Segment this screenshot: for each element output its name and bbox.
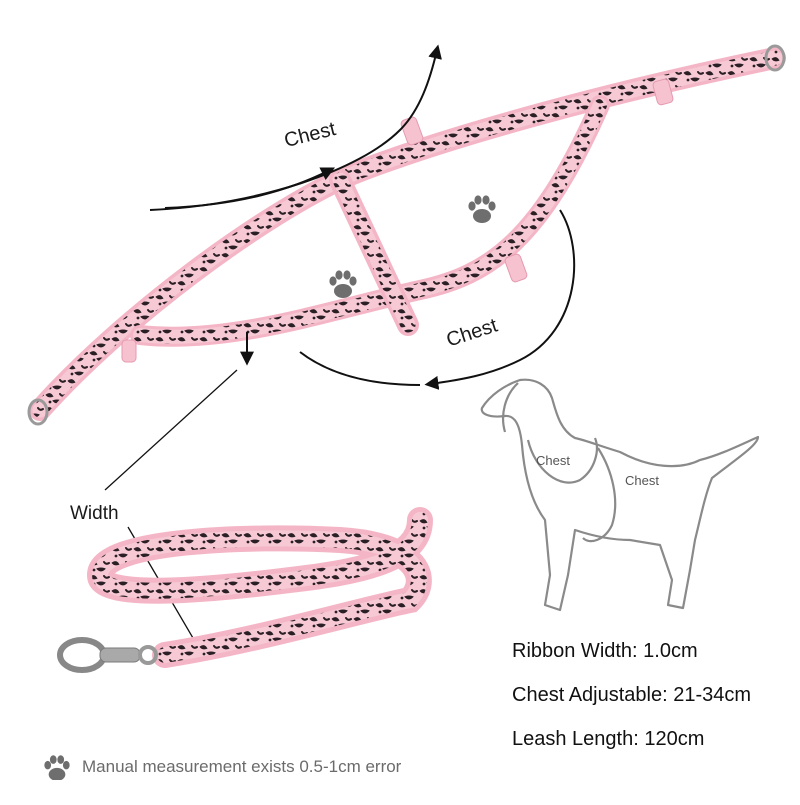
dog-chest-label-front: Chest [536,453,570,468]
leash-strap [91,512,428,663]
ribbon-width-spec: Ribbon Width: 1.0cm [512,640,698,662]
leash [57,507,433,673]
paw-icon [468,195,496,223]
width-label: Width [70,503,119,524]
paw-icon [44,755,70,780]
harness [27,44,786,426]
harness-top-strap-base [29,47,786,421]
d-ring-icon [764,44,786,72]
chest-arrow-bottom-2 [299,351,421,386]
d-ring-icon [27,398,49,426]
paw-icon [329,270,357,298]
strap-slider-4 [121,339,137,363]
width-pointer-line-1 [104,369,238,491]
strap-slider-3 [652,78,674,106]
harness-bottom-strap [133,98,607,344]
harness-connector-strap [332,172,416,333]
chest-arrow-bottom [424,209,576,390]
harness-top-strap [32,50,783,418]
strap-slider-2 [504,253,528,283]
snap-hook-icon [57,637,158,673]
chest-arrow-top-2 [149,44,442,211]
strap-slider-1 [400,116,424,146]
leash-length-spec: Leash Length: 120cm [512,728,705,750]
dog-chest-ring-back [582,447,617,543]
dog-chest-label-back: Chest [625,473,659,488]
dog-outline-icon [480,378,760,612]
chest-adjustable-spec: Chest Adjustable: 21-34cm [512,684,752,706]
measurement-note: Manual measurement exists 0.5-1cm error [82,757,402,776]
dog-chest-ring-front [526,437,598,484]
